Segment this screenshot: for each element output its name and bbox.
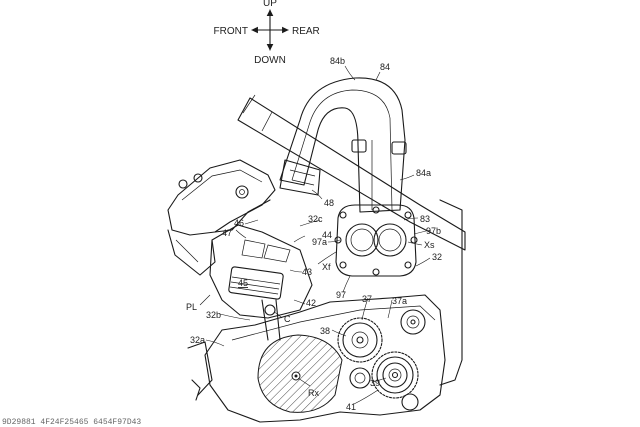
label-37a: 37a <box>392 296 407 306</box>
compass-front-label: FRONT <box>214 26 248 37</box>
label-84a: 84a <box>416 168 431 178</box>
label-32a: 32a <box>190 335 205 345</box>
intake-duct <box>279 77 407 213</box>
label-97b: 97b <box>426 226 441 236</box>
label-41: 41 <box>346 402 356 412</box>
frame-tube <box>237 94 466 251</box>
throttle-body <box>334 204 418 277</box>
cylinder-block <box>209 224 313 341</box>
label-32b: 32b <box>206 310 221 320</box>
label-Rx: Rx <box>308 388 319 398</box>
compass-down-label: DOWN <box>254 55 286 66</box>
leader-lines <box>199 65 431 405</box>
cylinder-head <box>167 159 276 276</box>
label-38: 38 <box>320 326 330 336</box>
label-32: 32 <box>432 252 442 262</box>
label-84b: 84b <box>330 56 345 66</box>
label-PL: PL <box>186 302 197 312</box>
frame-plate <box>439 199 463 386</box>
label-45: 45 <box>238 278 248 288</box>
compass-rear-label: REAR <box>292 26 320 37</box>
watermark-text: 9D29881 4F24F25465 6454F97D43 <box>2 418 141 427</box>
label-97a: 97a <box>312 237 327 247</box>
compass-up-label: UP <box>263 0 277 9</box>
crankcase <box>187 294 446 423</box>
direction-compass: UP DOWN FRONT REAR <box>214 0 320 66</box>
label-37: 37 <box>362 294 372 304</box>
label-Xs: Xs <box>424 240 435 250</box>
label-44: 44 <box>322 230 332 240</box>
label-47: 47 <box>222 228 232 238</box>
label-43: 43 <box>302 267 312 277</box>
label-84: 84 <box>380 62 390 72</box>
label-46: 46 <box>234 218 244 228</box>
gear-train <box>337 309 426 411</box>
label-48: 48 <box>324 198 334 208</box>
label-97: 97 <box>336 290 346 300</box>
label-Xf: Xf <box>322 262 331 272</box>
crankshaft <box>257 334 343 413</box>
label-83: 83 <box>420 214 430 224</box>
label-32c: 32c <box>308 214 323 224</box>
label-C: C <box>284 314 291 324</box>
label-42: 42 <box>306 298 316 308</box>
label-39: 39 <box>370 378 380 388</box>
reference-labels: 84b 84 84a 48 83 46 32c 47 44 97a 97b Xs… <box>186 56 442 412</box>
